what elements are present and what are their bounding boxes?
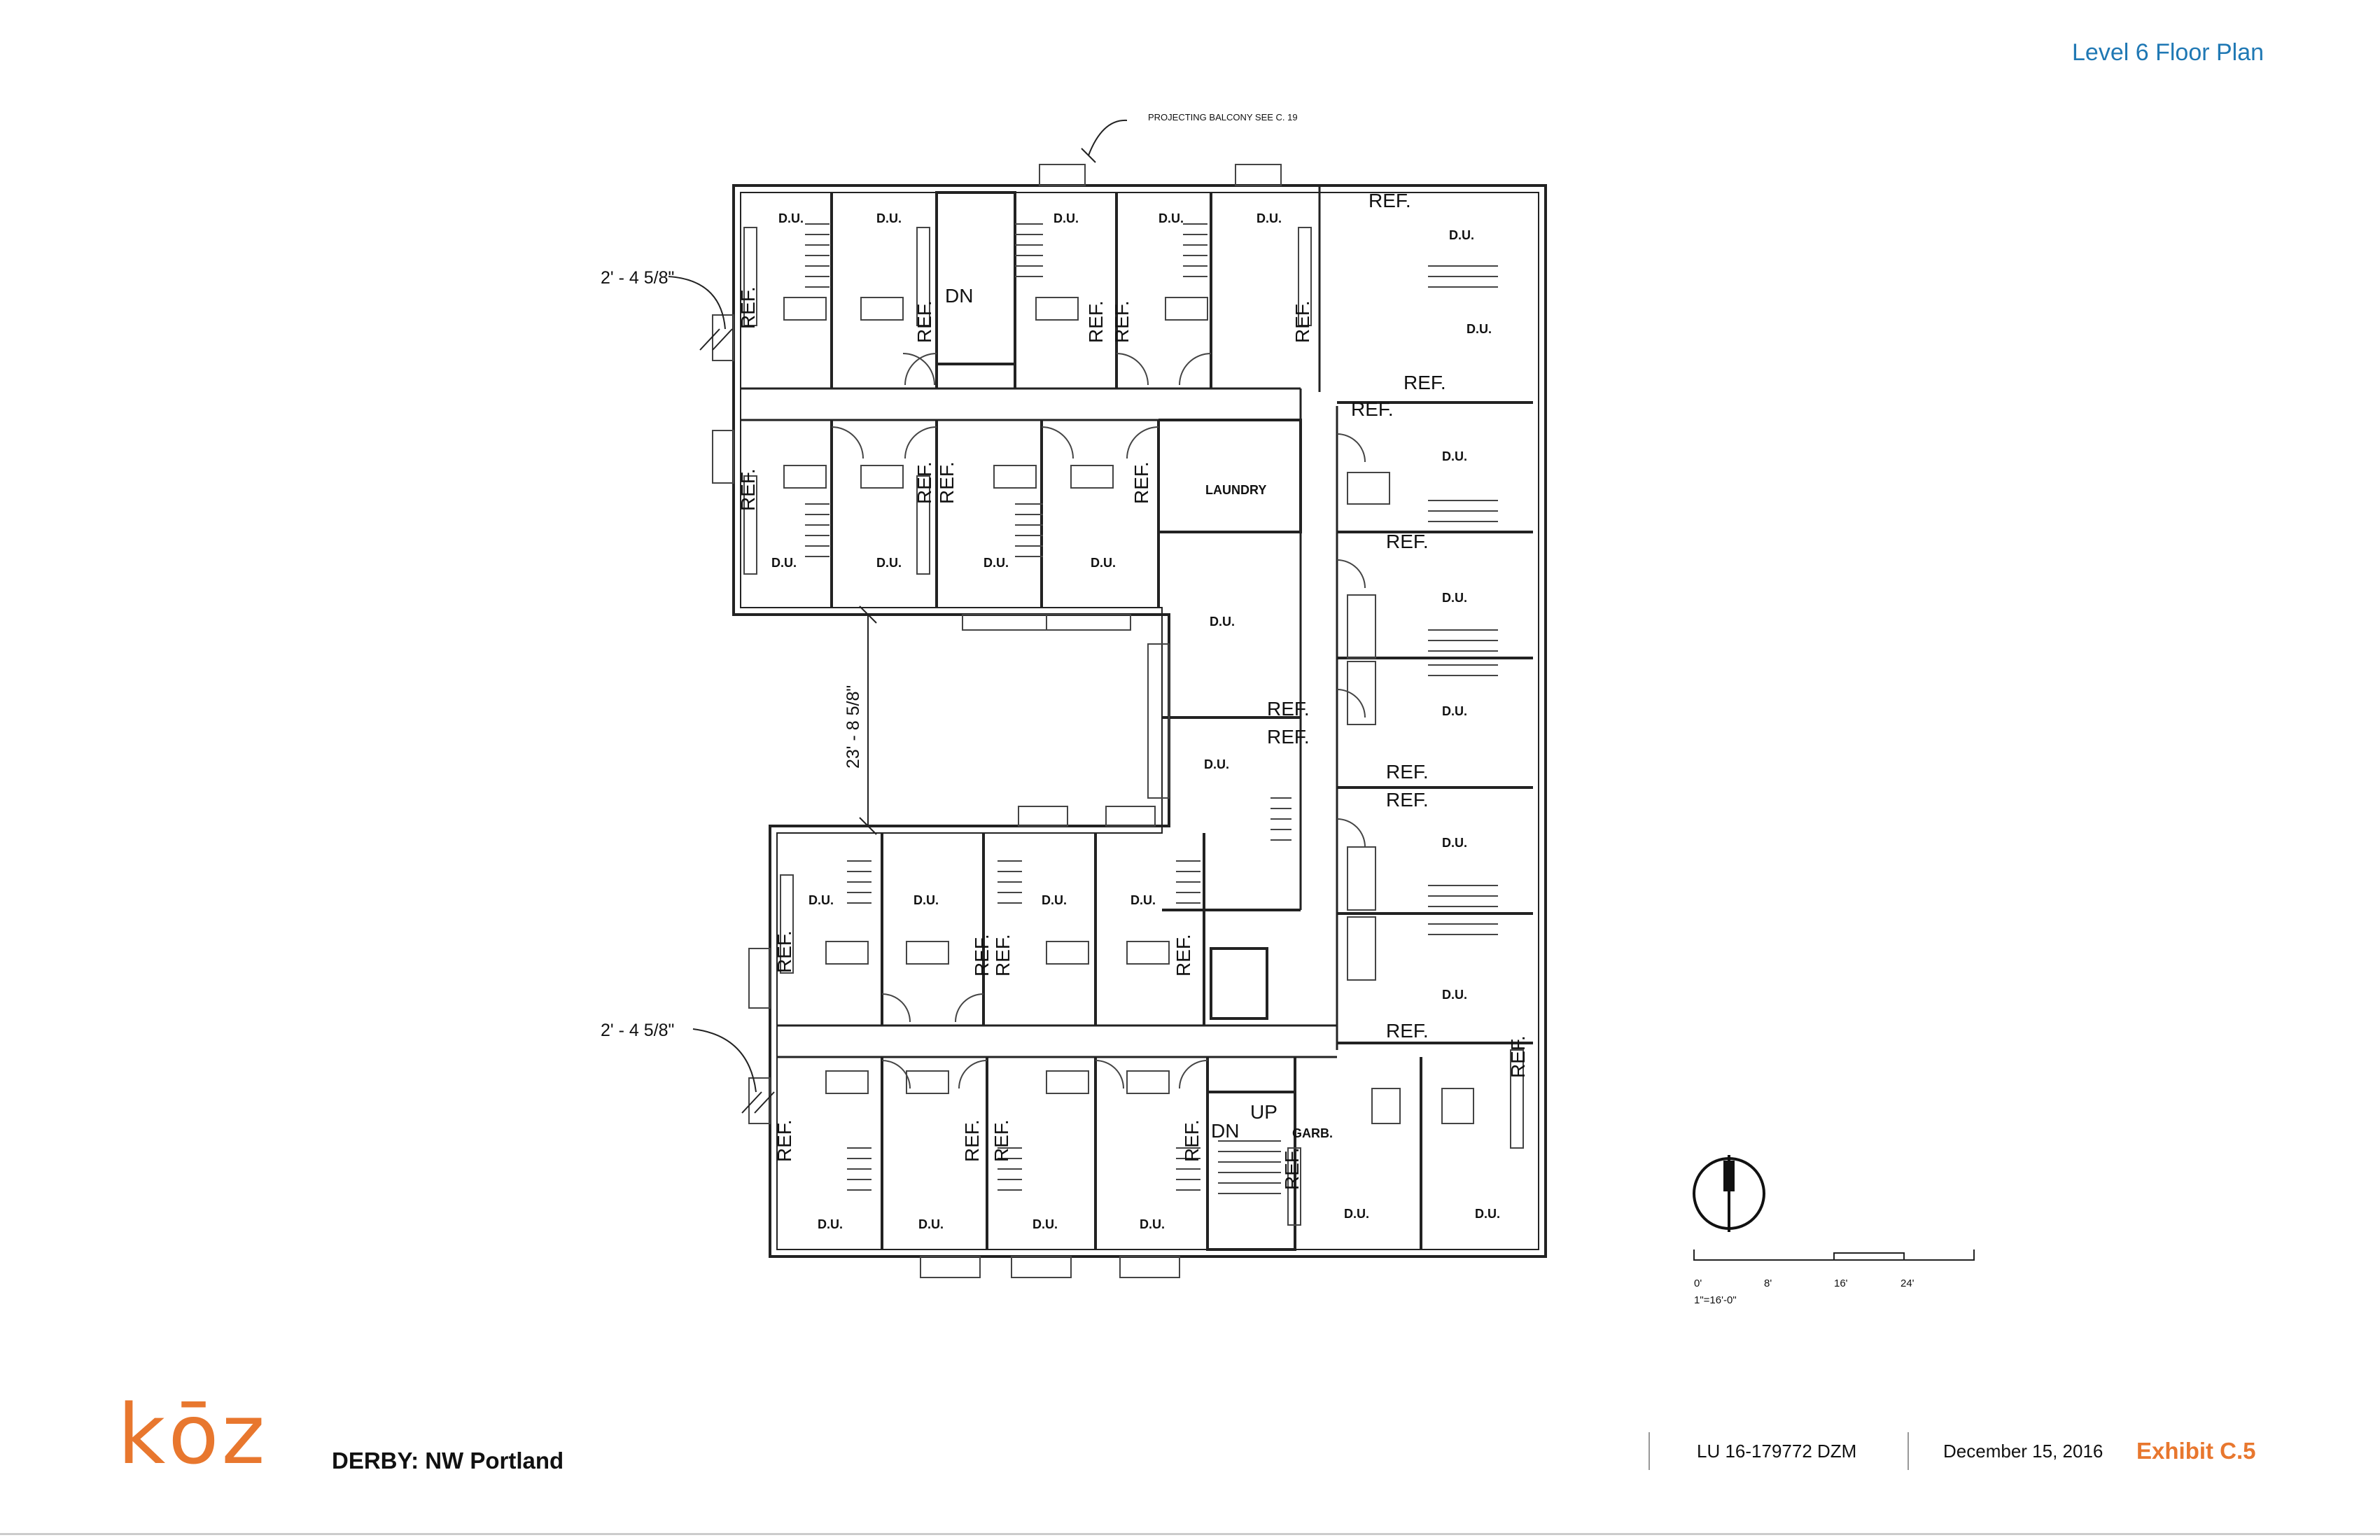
svg-text:REF.: REF. xyxy=(1386,761,1429,783)
svg-text:REF.: REF. xyxy=(737,468,759,511)
svg-text:REF.: REF. xyxy=(971,934,993,976)
svg-text:REF.: REF. xyxy=(1172,934,1194,976)
svg-text:REF.: REF. xyxy=(990,1119,1012,1162)
svg-text:REF.: REF. xyxy=(1404,372,1446,393)
svg-text:D.U.: D.U. xyxy=(1032,1217,1058,1231)
scale-ticks: 0' 8' 16' 24' 1"=16'-0" xyxy=(1694,1278,1914,1306)
sheet-title: Level 6 Floor Plan xyxy=(2072,39,2264,66)
svg-text:REF.: REF. xyxy=(913,300,935,343)
svg-text:D.U.: D.U. xyxy=(778,211,804,225)
svg-text:D.U.: D.U. xyxy=(818,1217,843,1231)
svg-text:REF.: REF. xyxy=(1292,300,1313,343)
svg-text:REF.: REF. xyxy=(1386,1020,1429,1042)
svg-text:REF.: REF. xyxy=(1386,531,1429,552)
footer-divider xyxy=(1648,1432,1650,1470)
svg-text:D.U.: D.U. xyxy=(1475,1207,1500,1221)
svg-text:UP: UP xyxy=(1250,1101,1278,1123)
svg-text:REF.: REF. xyxy=(1085,300,1107,343)
svg-text:D.U.: D.U. xyxy=(1442,988,1467,1002)
svg-text:REF.: REF. xyxy=(1267,698,1310,720)
room-labels: D.U. D.U. D.U. D.U. D.U. D.U. D.U. D.U. … xyxy=(771,211,1500,1231)
svg-text:8': 8' xyxy=(1764,1278,1772,1289)
svg-text:1"=16'-0": 1"=16'-0" xyxy=(1694,1294,1737,1306)
koz-logo: kōz xyxy=(118,1386,268,1483)
north-arrow-icon xyxy=(1693,1155,1765,1232)
svg-text:D.U.: D.U. xyxy=(1449,228,1474,242)
svg-text:REF.: REF. xyxy=(1111,300,1133,343)
exhibit-label: Exhibit C.5 xyxy=(2136,1438,2256,1464)
svg-text:D.U.: D.U. xyxy=(1042,893,1067,907)
annotations: PROJECTING BALCONY SEE C. 19 2' - 4 5/8"… xyxy=(601,112,1298,1040)
svg-text:REF.: REF. xyxy=(936,461,958,504)
svg-text:D.U.: D.U. xyxy=(1054,211,1079,225)
ref-labels: REF. REF. REF. REF. REF. REF. REF. REF. … xyxy=(737,190,1529,1190)
svg-text:DN: DN xyxy=(945,285,973,307)
svg-text:D.U.: D.U. xyxy=(1442,591,1467,605)
svg-text:D.U.: D.U. xyxy=(1204,757,1229,771)
wall-outline xyxy=(732,184,1547,1258)
svg-text:D.U.: D.U. xyxy=(808,893,834,907)
svg-text:0': 0' xyxy=(1694,1278,1702,1289)
scale-bar xyxy=(1693,1250,1975,1261)
svg-text:REF.: REF. xyxy=(737,286,759,329)
svg-text:REF.: REF. xyxy=(1386,789,1429,811)
bottom-rule xyxy=(0,1533,2380,1535)
svg-text:PROJECTING BALCONY SEE C. 19: PROJECTING BALCONY SEE C. 19 xyxy=(1148,112,1298,122)
svg-text:DN: DN xyxy=(1211,1120,1239,1142)
svg-text:2' - 4 5/8": 2' - 4 5/8" xyxy=(601,268,674,288)
svg-text:REF.: REF. xyxy=(961,1119,983,1162)
svg-text:LAUNDRY: LAUNDRY xyxy=(1205,483,1266,497)
svg-text:D.U.: D.U. xyxy=(771,556,797,570)
svg-text:D.U.: D.U. xyxy=(1442,836,1467,850)
svg-text:24': 24' xyxy=(1900,1278,1914,1289)
svg-text:D.U.: D.U. xyxy=(1344,1207,1369,1221)
svg-text:REF.: REF. xyxy=(1281,1147,1303,1190)
svg-text:D.U.: D.U. xyxy=(876,211,902,225)
svg-text:D.U.: D.U. xyxy=(1210,615,1235,629)
svg-text:16': 16' xyxy=(1834,1278,1848,1289)
svg-text:D.U.: D.U. xyxy=(1091,556,1116,570)
svg-text:REF.: REF. xyxy=(1507,1035,1529,1078)
svg-text:D.U.: D.U. xyxy=(913,893,939,907)
svg-text:D.U.: D.U. xyxy=(983,556,1009,570)
permit-number: LU 16-179772 DZM xyxy=(1697,1441,1857,1462)
svg-text:REF.: REF. xyxy=(774,1119,795,1162)
svg-text:D.U.: D.U. xyxy=(1158,211,1184,225)
svg-text:D.U.: D.U. xyxy=(876,556,902,570)
project-name: DERBY: NW Portland xyxy=(332,1448,564,1474)
svg-text:GARB.: GARB. xyxy=(1292,1126,1333,1140)
svg-text:D.U.: D.U. xyxy=(918,1217,944,1231)
svg-text:D.U.: D.U. xyxy=(1442,704,1467,718)
svg-text:REF.: REF. xyxy=(1368,190,1411,211)
svg-text:REF.: REF. xyxy=(992,934,1014,976)
svg-text:D.U.: D.U. xyxy=(1130,893,1156,907)
svg-text:REF.: REF. xyxy=(1130,461,1152,504)
svg-text:23' - 8 5/8": 23' - 8 5/8" xyxy=(844,685,863,769)
svg-text:REF.: REF. xyxy=(1351,398,1394,420)
footer-divider xyxy=(1907,1432,1909,1470)
courtyard-dimension xyxy=(668,119,1128,1114)
svg-text:REF.: REF. xyxy=(913,461,935,504)
svg-text:REF.: REF. xyxy=(1267,726,1310,748)
svg-text:D.U.: D.U. xyxy=(1442,449,1467,463)
svg-text:D.U.: D.U. xyxy=(1256,211,1282,225)
svg-text:REF.: REF. xyxy=(774,930,795,973)
svg-text:D.U.: D.U. xyxy=(1466,322,1492,336)
svg-text:REF.: REF. xyxy=(1181,1119,1203,1162)
stair-labels: DN DN UP xyxy=(945,285,1278,1142)
sheet-date: December 15, 2016 xyxy=(1943,1441,2104,1462)
svg-text:D.U.: D.U. xyxy=(1140,1217,1165,1231)
svg-text:2' - 4 5/8": 2' - 4 5/8" xyxy=(601,1021,674,1040)
